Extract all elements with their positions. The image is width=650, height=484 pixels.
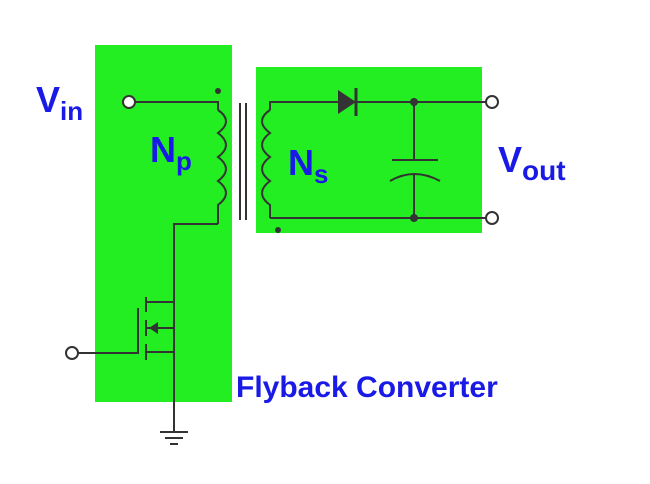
vout-label: Vout <box>498 139 566 186</box>
ns-label: Ns <box>288 142 328 189</box>
mosfet-arrow-icon <box>149 322 158 334</box>
np-label: Np <box>150 129 192 176</box>
junction-dot-bottom <box>410 214 418 222</box>
vin-label: Vin <box>36 79 83 126</box>
junction-dot-top <box>410 98 418 106</box>
vout-top-terminal <box>485 95 499 109</box>
vin-wire <box>135 101 219 110</box>
diode-icon <box>338 90 356 114</box>
secondary-side-highlight <box>256 67 482 233</box>
gate-terminal <box>65 346 79 360</box>
primary-polarity-dot <box>215 88 221 94</box>
vin-terminal <box>122 95 136 109</box>
vout-bottom-terminal <box>485 211 499 225</box>
primary-to-mosfet-wire <box>173 223 218 302</box>
circuit-wiring <box>78 101 486 445</box>
primary-winding <box>216 109 227 224</box>
secondary-winding <box>261 109 272 218</box>
secondary-top-wire <box>269 101 338 110</box>
caption: Flyback Converter <box>236 371 498 404</box>
secondary-polarity-dot <box>275 227 281 233</box>
